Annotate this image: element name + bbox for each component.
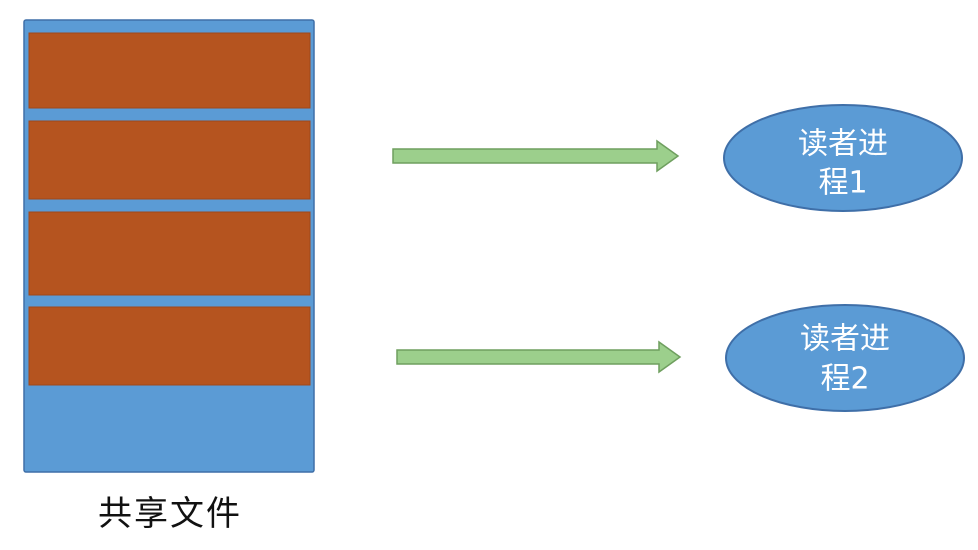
arrow-to-reader-1 <box>392 139 680 173</box>
reader-process-2-ellipse <box>725 304 965 412</box>
shared-file-label: 共享文件 <box>98 494 242 534</box>
shared-file <box>23 19 315 473</box>
file-block-4 <box>28 306 311 386</box>
reader-process-1-label-line2: 程1 <box>818 166 867 201</box>
file-block-1 <box>28 32 311 109</box>
reader-process-1: 读者进 程1 <box>723 104 963 212</box>
arrow-shape <box>392 139 680 173</box>
reader-process-2-label-line2: 程2 <box>820 362 869 397</box>
reader-process-2-label-line1: 读者进 <box>800 322 890 357</box>
reader-process-1-ellipse <box>723 104 963 212</box>
arrow-to-reader-2 <box>396 340 682 374</box>
reader-process-2: 读者进 程2 <box>725 304 965 412</box>
file-block-2 <box>28 120 311 200</box>
file-block-3 <box>28 211 311 296</box>
reader-process-1-label-line1: 读者进 <box>798 127 888 162</box>
arrow-shape <box>396 340 682 374</box>
